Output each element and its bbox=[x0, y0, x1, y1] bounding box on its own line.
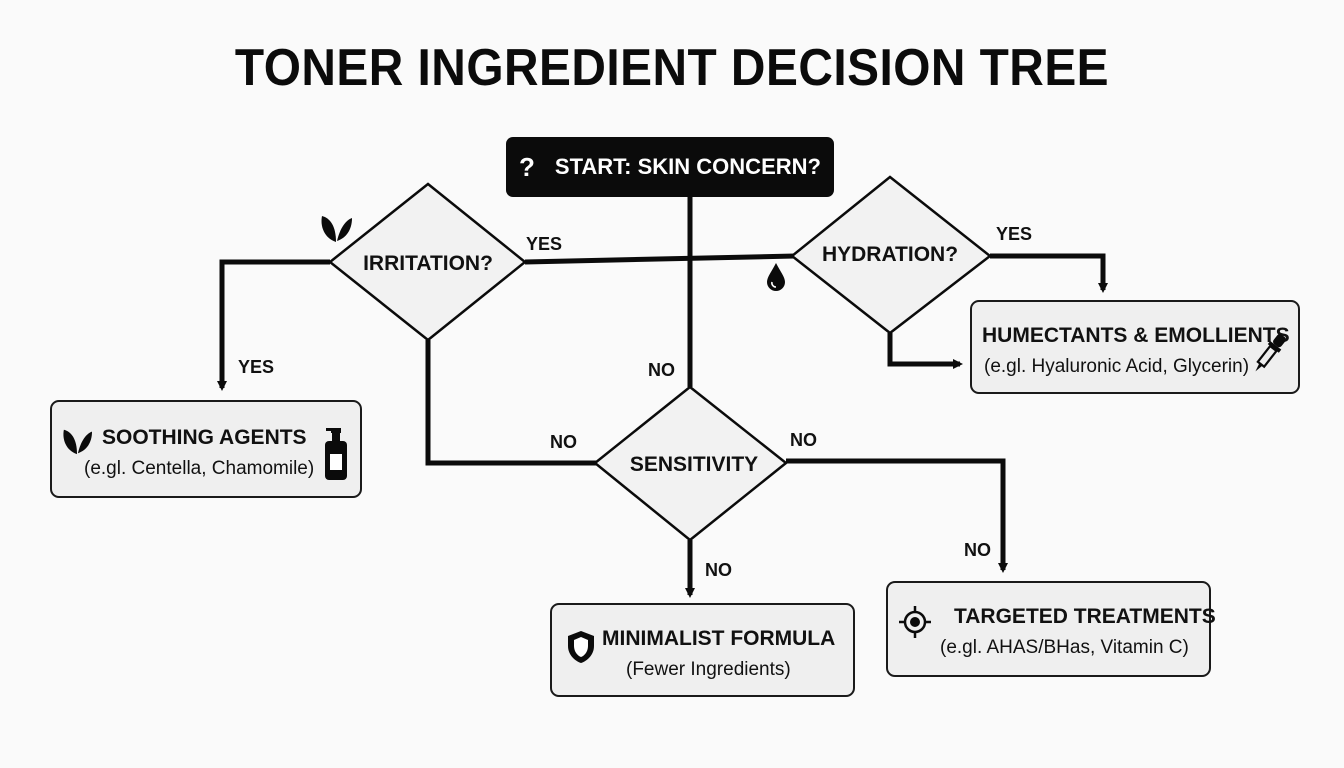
page-title: TONER INGREDIENT DECISION TREE bbox=[234, 39, 1110, 97]
connector-sensitivity-targeted bbox=[786, 458, 1008, 573]
edge-label-sensitivity-down-no: NO bbox=[705, 560, 732, 580]
outcome-humectants-emollients: HUMECTANTS & EMOLLIENTS (e.gl. Hyaluroni… bbox=[970, 300, 1300, 394]
edge-label-center-no: NO bbox=[648, 360, 675, 380]
irritation-diamond bbox=[327, 182, 527, 342]
minimalist-title: MINIMALIST FORMULA bbox=[602, 627, 836, 650]
edge-label-soothing-yes: YES bbox=[238, 357, 275, 377]
outcome-minimalist-formula: MINIMALIST FORMULA (Fewer Ingredients) bbox=[550, 603, 855, 697]
outcome-soothing-agents: SOOTHING AGENTS (e.gl. Centella, Chamomi… bbox=[50, 400, 362, 498]
connector-hydration-humectants bbox=[887, 333, 963, 369]
connector-irritation-hydration bbox=[524, 253, 796, 265]
edge-label-hydration-yes: YES bbox=[996, 224, 1033, 244]
start-label: START: SKIN CONCERN? bbox=[554, 154, 821, 179]
targeted-title: TARGETED TREATMENTS bbox=[954, 605, 1216, 628]
question-icon: ? bbox=[519, 151, 535, 182]
humectants-title: HUMECTANTS & EMOLLIENTS bbox=[982, 324, 1290, 347]
minimalist-subtitle: (Fewer Ingredients) bbox=[626, 659, 791, 680]
hydration-diamond bbox=[789, 175, 993, 335]
connector-irritation-sensitivity bbox=[425, 340, 597, 466]
irritation-label: IRRITATION? bbox=[363, 252, 493, 275]
edge-label-irritation-yes: YES bbox=[526, 234, 563, 254]
leaf-icon bbox=[321, 216, 352, 242]
connector-irritation-soothing bbox=[217, 259, 330, 391]
shield-icon bbox=[568, 631, 594, 663]
soothing-title: SOOTHING AGENTS bbox=[102, 426, 307, 449]
sensitivity-diamond bbox=[593, 385, 789, 542]
soothing-subtitle: (e.gl. Centella, Chamomile) bbox=[84, 458, 315, 479]
leaf-icon bbox=[63, 429, 92, 455]
target-icon bbox=[899, 606, 931, 638]
targeted-subtitle: (e.gl. AHAS/BHas, Vitamin C) bbox=[940, 637, 1189, 658]
hydration-label: HYDRATION? bbox=[821, 243, 959, 266]
outcome-targeted-treatments: TARGETED TREATMENTS (e.gl. AHAS/BHas, Vi… bbox=[886, 581, 1216, 677]
edge-label-sensitivity-right-no: NO bbox=[790, 430, 817, 450]
edge-label-sensitivity-left-no: NO bbox=[550, 432, 577, 452]
water-drop-icon bbox=[767, 263, 785, 291]
pump-bottle-icon bbox=[325, 428, 347, 480]
dropper-icon bbox=[1255, 334, 1286, 372]
edge-label-targeted-no: NO bbox=[964, 540, 991, 560]
start-node: ? START: SKIN CONCERN? bbox=[506, 137, 834, 197]
connector-hydration-humectants-yes bbox=[990, 253, 1108, 293]
humectants-subtitle: (e.gl. Hyaluronic Acid, Glycerin) bbox=[984, 356, 1250, 377]
sensitivity-label: SENSITIVITY bbox=[629, 453, 759, 476]
